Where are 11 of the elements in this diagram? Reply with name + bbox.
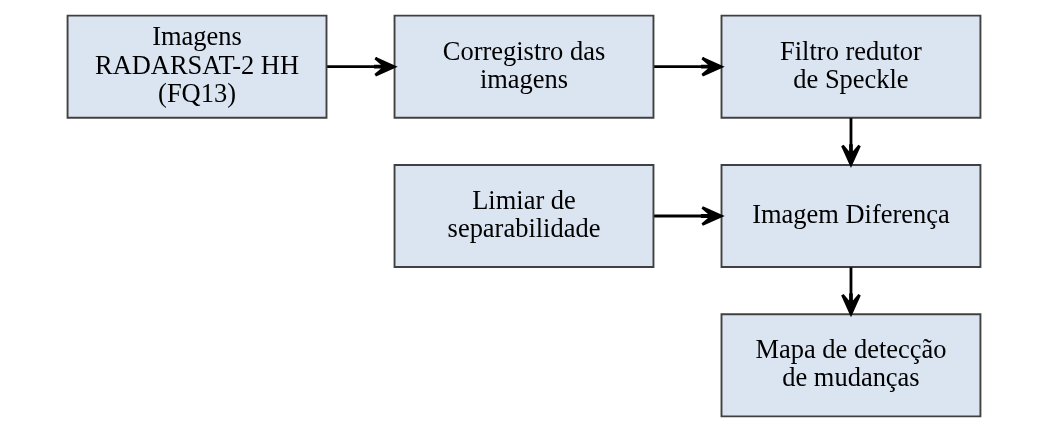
- node-box: Corregistro das imagens: [393, 14, 654, 119]
- arrow: [326, 56, 396, 77]
- node-box: Limiar de separabilidade: [393, 164, 654, 268]
- arrow: [653, 206, 723, 226]
- arrow: [840, 267, 861, 316]
- node-box: Filtro redutor de Speckle: [720, 14, 981, 119]
- node-box: Imagens RADARSAT-2 HH (FQ13): [66, 14, 327, 119]
- node-box: Imagem Diferença: [720, 164, 981, 268]
- arrow: [653, 56, 723, 77]
- node-box: Mapa de detecção de mudanças: [720, 313, 981, 418]
- arrow: [840, 118, 861, 166]
